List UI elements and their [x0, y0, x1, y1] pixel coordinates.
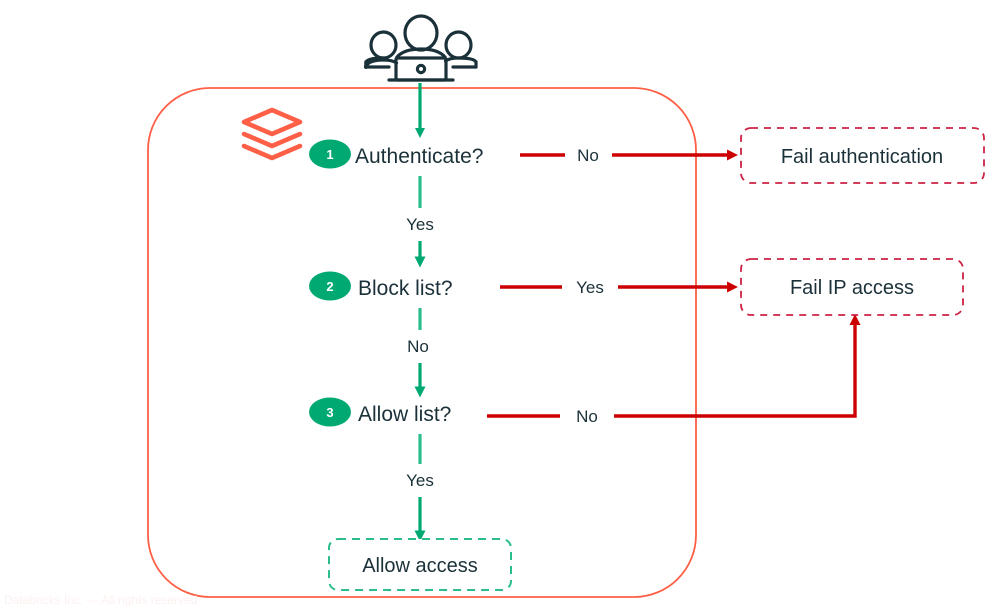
outcome-label-fail-ip-access: Fail IP access — [790, 277, 914, 299]
outcome-box-allow-access[interactable] — [328, 538, 512, 591]
outcome-box-fail-ip-access[interactable] — [740, 258, 964, 316]
users-group-icon — [363, 14, 478, 82]
databricks-logo-icon — [241, 107, 303, 161]
decision-label-block-list: Block list? — [358, 277, 453, 300]
workspace-boundary — [147, 87, 697, 598]
edge-label-block-no: No — [407, 337, 429, 356]
step-badge-2 — [309, 271, 351, 301]
edge-label-allow-no: No — [576, 407, 598, 426]
outcome-box-fail-authentication[interactable] — [740, 127, 985, 184]
decision-label-allow-list: Allow list? — [358, 403, 451, 426]
edge-label-allow-yes: Yes — [406, 471, 434, 490]
watermark-text: Databricks Inc. — All rights reserved — [4, 593, 198, 607]
outcome-label-allow-access: Allow access — [362, 555, 478, 577]
decision-label-authenticate: Authenticate? — [355, 145, 483, 168]
edge-label-authenticate-yes: Yes — [406, 215, 434, 234]
edge-label-block-yes: Yes — [576, 278, 604, 297]
step-badge-3-number: 3 — [326, 405, 333, 420]
step-badge-1-number: 1 — [326, 147, 333, 162]
outcome-label-fail-authentication: Fail authentication — [781, 146, 943, 168]
edge-label-authenticate-no: No — [577, 146, 599, 165]
step-badge-2-number: 2 — [326, 279, 333, 294]
step-badge-3 — [309, 397, 351, 427]
edge-allow-no-elbow — [614, 314, 861, 418]
step-badge-1 — [309, 139, 351, 169]
